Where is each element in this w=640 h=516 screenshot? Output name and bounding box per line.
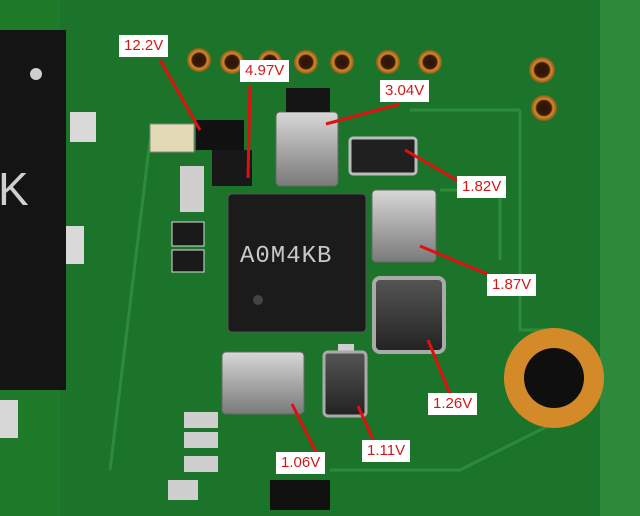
regulator-chip (227, 193, 367, 333)
chip-edge-glyph: K (0, 163, 29, 215)
chip-pin1-dot (30, 68, 42, 80)
voltage-label-12v2: 12.2V (119, 35, 169, 57)
voltage-label-1v87: 1.87V (487, 274, 537, 296)
voltage-label-4v97: 4.97V (240, 60, 290, 82)
header-pads (187, 48, 557, 121)
voltage-label-1v11: 1.11V (362, 440, 411, 462)
chip-marking: A0M4KB (240, 243, 333, 270)
voltage-label-1v82: 1.82V (457, 176, 507, 198)
mounting-hole (504, 328, 604, 428)
memory-chip (0, 30, 66, 390)
power-components (221, 88, 446, 418)
leader-lines (158, 59, 493, 457)
voltage-label-1v06: 1.06V (276, 452, 326, 474)
voltage-label-1v26: 1.26V (428, 393, 478, 415)
pcb-edge (600, 0, 640, 516)
chip-pin1-marker (253, 295, 263, 305)
voltage-label-3v04: 3.04V (380, 80, 430, 102)
edge-resistor (0, 400, 18, 438)
